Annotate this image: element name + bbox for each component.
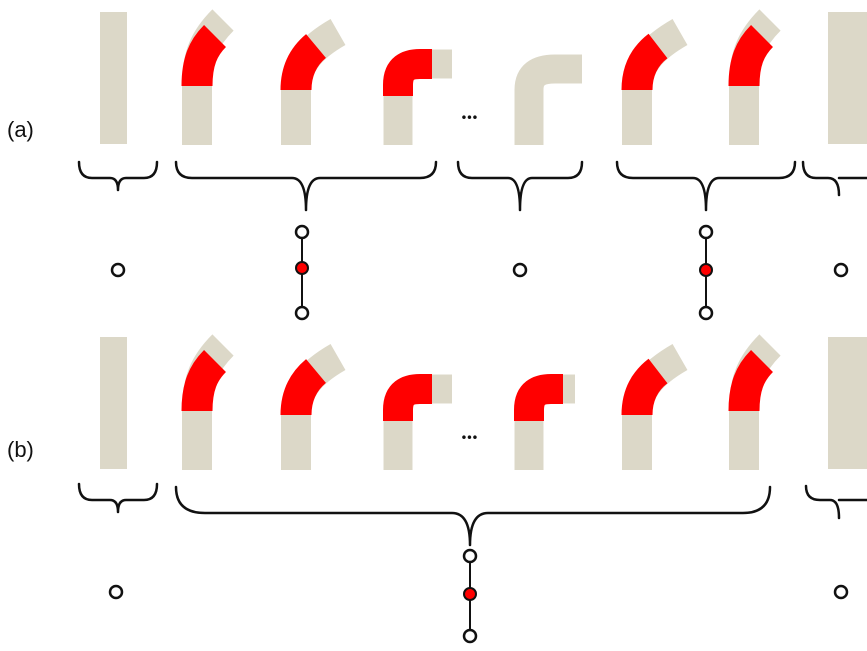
bent-segment <box>621 343 688 470</box>
node <box>108 584 124 600</box>
bent-segment <box>280 343 346 470</box>
brace <box>804 484 841 520</box>
bent-segment <box>514 374 575 470</box>
node <box>698 305 714 321</box>
bent-segment <box>621 18 688 145</box>
brace <box>801 160 841 197</box>
node <box>110 262 126 278</box>
node <box>512 262 528 278</box>
node-highlighted <box>699 263 713 277</box>
bent-segment <box>728 334 781 470</box>
ellipsis: ... <box>462 419 479 444</box>
straight-segment <box>828 12 867 144</box>
node-chain <box>462 548 478 644</box>
brace <box>77 160 159 192</box>
row-label-a: (a) <box>7 117 34 142</box>
node <box>462 628 478 644</box>
node-chain <box>698 224 714 321</box>
node <box>833 262 849 278</box>
node <box>294 224 310 240</box>
brace <box>174 485 772 547</box>
brace <box>615 160 797 212</box>
node <box>462 548 478 564</box>
bent-segment-plain <box>514 54 582 145</box>
row-a: (a) ... <box>7 9 867 321</box>
node <box>698 224 714 240</box>
node <box>294 305 310 321</box>
row-b: (b) ... <box>7 334 867 644</box>
brace <box>456 160 584 212</box>
node <box>833 584 849 600</box>
node-highlighted <box>295 261 309 275</box>
node-highlighted <box>463 587 477 601</box>
straight-segment <box>100 12 127 144</box>
ellipsis: ... <box>462 99 479 124</box>
bent-segment <box>181 334 234 470</box>
bent-segment <box>383 49 452 145</box>
bent-segment <box>181 9 234 145</box>
bent-segment <box>383 374 452 470</box>
node-chain <box>294 224 310 321</box>
straight-segment <box>828 337 867 469</box>
bent-segment <box>728 9 781 145</box>
bent-segment <box>280 18 346 145</box>
brace <box>77 482 159 514</box>
straight-segment <box>100 337 127 469</box>
brace <box>174 160 438 212</box>
row-label-b: (b) <box>7 437 34 462</box>
